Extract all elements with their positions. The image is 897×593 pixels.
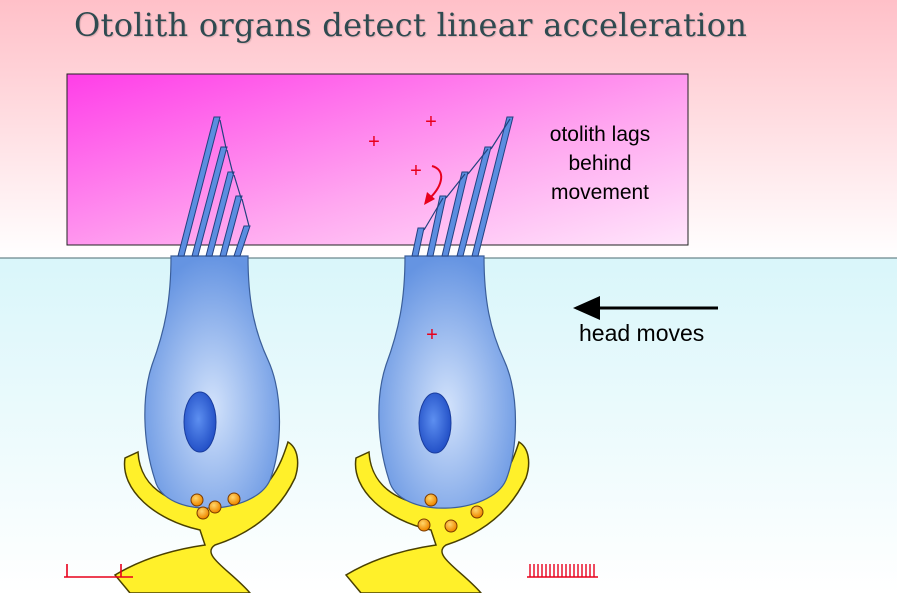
right-stereocilia	[411, 116, 514, 257]
otolith-label-line1: otolith lags	[549, 123, 651, 146]
right-nucleus	[418, 392, 452, 454]
left-nucleus	[183, 391, 217, 453]
otolithic-membrane	[66, 73, 689, 246]
right-spike-train	[527, 564, 598, 578]
slide-title: Otolith organs detect linear acceleratio…	[74, 6, 748, 44]
right-cell-body	[378, 255, 517, 509]
left-hair-cell	[113, 116, 299, 593]
left-vesicles	[190, 492, 241, 520]
otolith-label-line3: movement	[550, 181, 650, 204]
right-vesicles	[417, 493, 484, 533]
left-stereocilia	[177, 116, 251, 257]
otolith-lags-label: otolith lags behind movement	[530, 120, 670, 207]
right-hair-cell	[344, 116, 530, 593]
left-spike-train	[64, 564, 133, 578]
left-cell-body	[144, 255, 281, 509]
curved-arrow-icon	[429, 165, 443, 199]
otolith-label-line2: behind	[568, 152, 632, 175]
head-moves-label: head moves	[579, 320, 705, 346]
